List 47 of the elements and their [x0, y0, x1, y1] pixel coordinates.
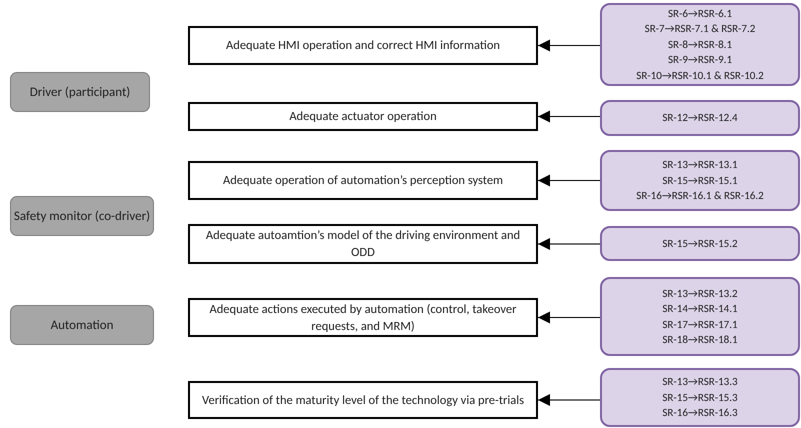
goal-box	[188, 102, 538, 131]
requirement-box	[600, 150, 800, 211]
requirement-box	[600, 226, 800, 261]
goal-box	[188, 26, 538, 65]
requirement-mapping: SR-10→RSR-10.1 & RSR-10.2	[636, 68, 764, 84]
requirement-mapping: SR-8→RSR-8.1	[668, 36, 732, 52]
box-label: Safety monitor (co-driver)	[14, 208, 150, 224]
requirement-mapping: SR-13→RSR-13.3	[662, 374, 738, 390]
requirement-mapping: SR-12→RSR-12.4	[662, 110, 738, 126]
requirement-mapping: SR-7→RSR-7.1 & RSR-7.2	[644, 21, 756, 37]
requirement-mapping: SR-15→RSR-15.1	[662, 172, 738, 188]
box-label: Adequate actuator operation	[289, 108, 437, 125]
requirement-mapping: SR-15→RSR-15.3	[662, 390, 738, 406]
requirement-mapping: SR-16→RSR-16.3	[662, 405, 738, 421]
arrow	[538, 110, 600, 122]
requirement-mapping: SR-14→RSR-14.1	[662, 301, 738, 316]
goal-box	[188, 298, 538, 337]
arrow	[538, 174, 600, 186]
box-label: Driver (participant)	[30, 84, 130, 100]
requirement-box	[600, 3, 800, 86]
box-label: Adequate HMI operation and correct HMI information	[226, 37, 500, 54]
requirement-mapping: SR-13→RSR-13.1	[662, 157, 738, 173]
requirement-box	[600, 100, 800, 136]
requirement-box	[600, 368, 800, 427]
requirement-box	[600, 277, 800, 356]
requirement-mapping: SR-17→RSR-17.1	[662, 316, 738, 332]
box-label: Adequate autoamtion’s model of the driving environment and ODD	[204, 227, 522, 261]
goal-box	[188, 161, 538, 200]
requirement-mapping: SR-6→RSR-6.1	[668, 6, 732, 22]
goal-box	[188, 381, 538, 419]
actor-box	[10, 72, 150, 112]
arrow	[538, 40, 600, 52]
requirement-mapping: SR-13→RSR-13.2	[662, 286, 738, 301]
arrow	[538, 394, 600, 406]
arrow	[538, 238, 600, 250]
box-label: Adequate actions executed by automation (control, takeover requests, and MRM)	[208, 300, 518, 334]
goal-box	[188, 224, 538, 264]
box-label: Adequate operation of automation’s perception system	[222, 172, 504, 189]
actor-box	[10, 196, 154, 236]
box-label: Automation	[50, 316, 114, 334]
requirement-mapping: SR-18→RSR-18.1	[662, 332, 738, 348]
requirement-mapping: SR-16→RSR-16.1 & RSR-16.2	[636, 188, 764, 204]
requirement-mapping: SR-9→RSR-9.1	[668, 52, 732, 68]
actor-box	[10, 305, 154, 345]
requirement-mapping: SR-15→RSR-15.2	[662, 236, 738, 252]
arrow	[538, 312, 600, 324]
box-label: Verification of the maturity level of the technology via pre-trials	[202, 392, 524, 408]
